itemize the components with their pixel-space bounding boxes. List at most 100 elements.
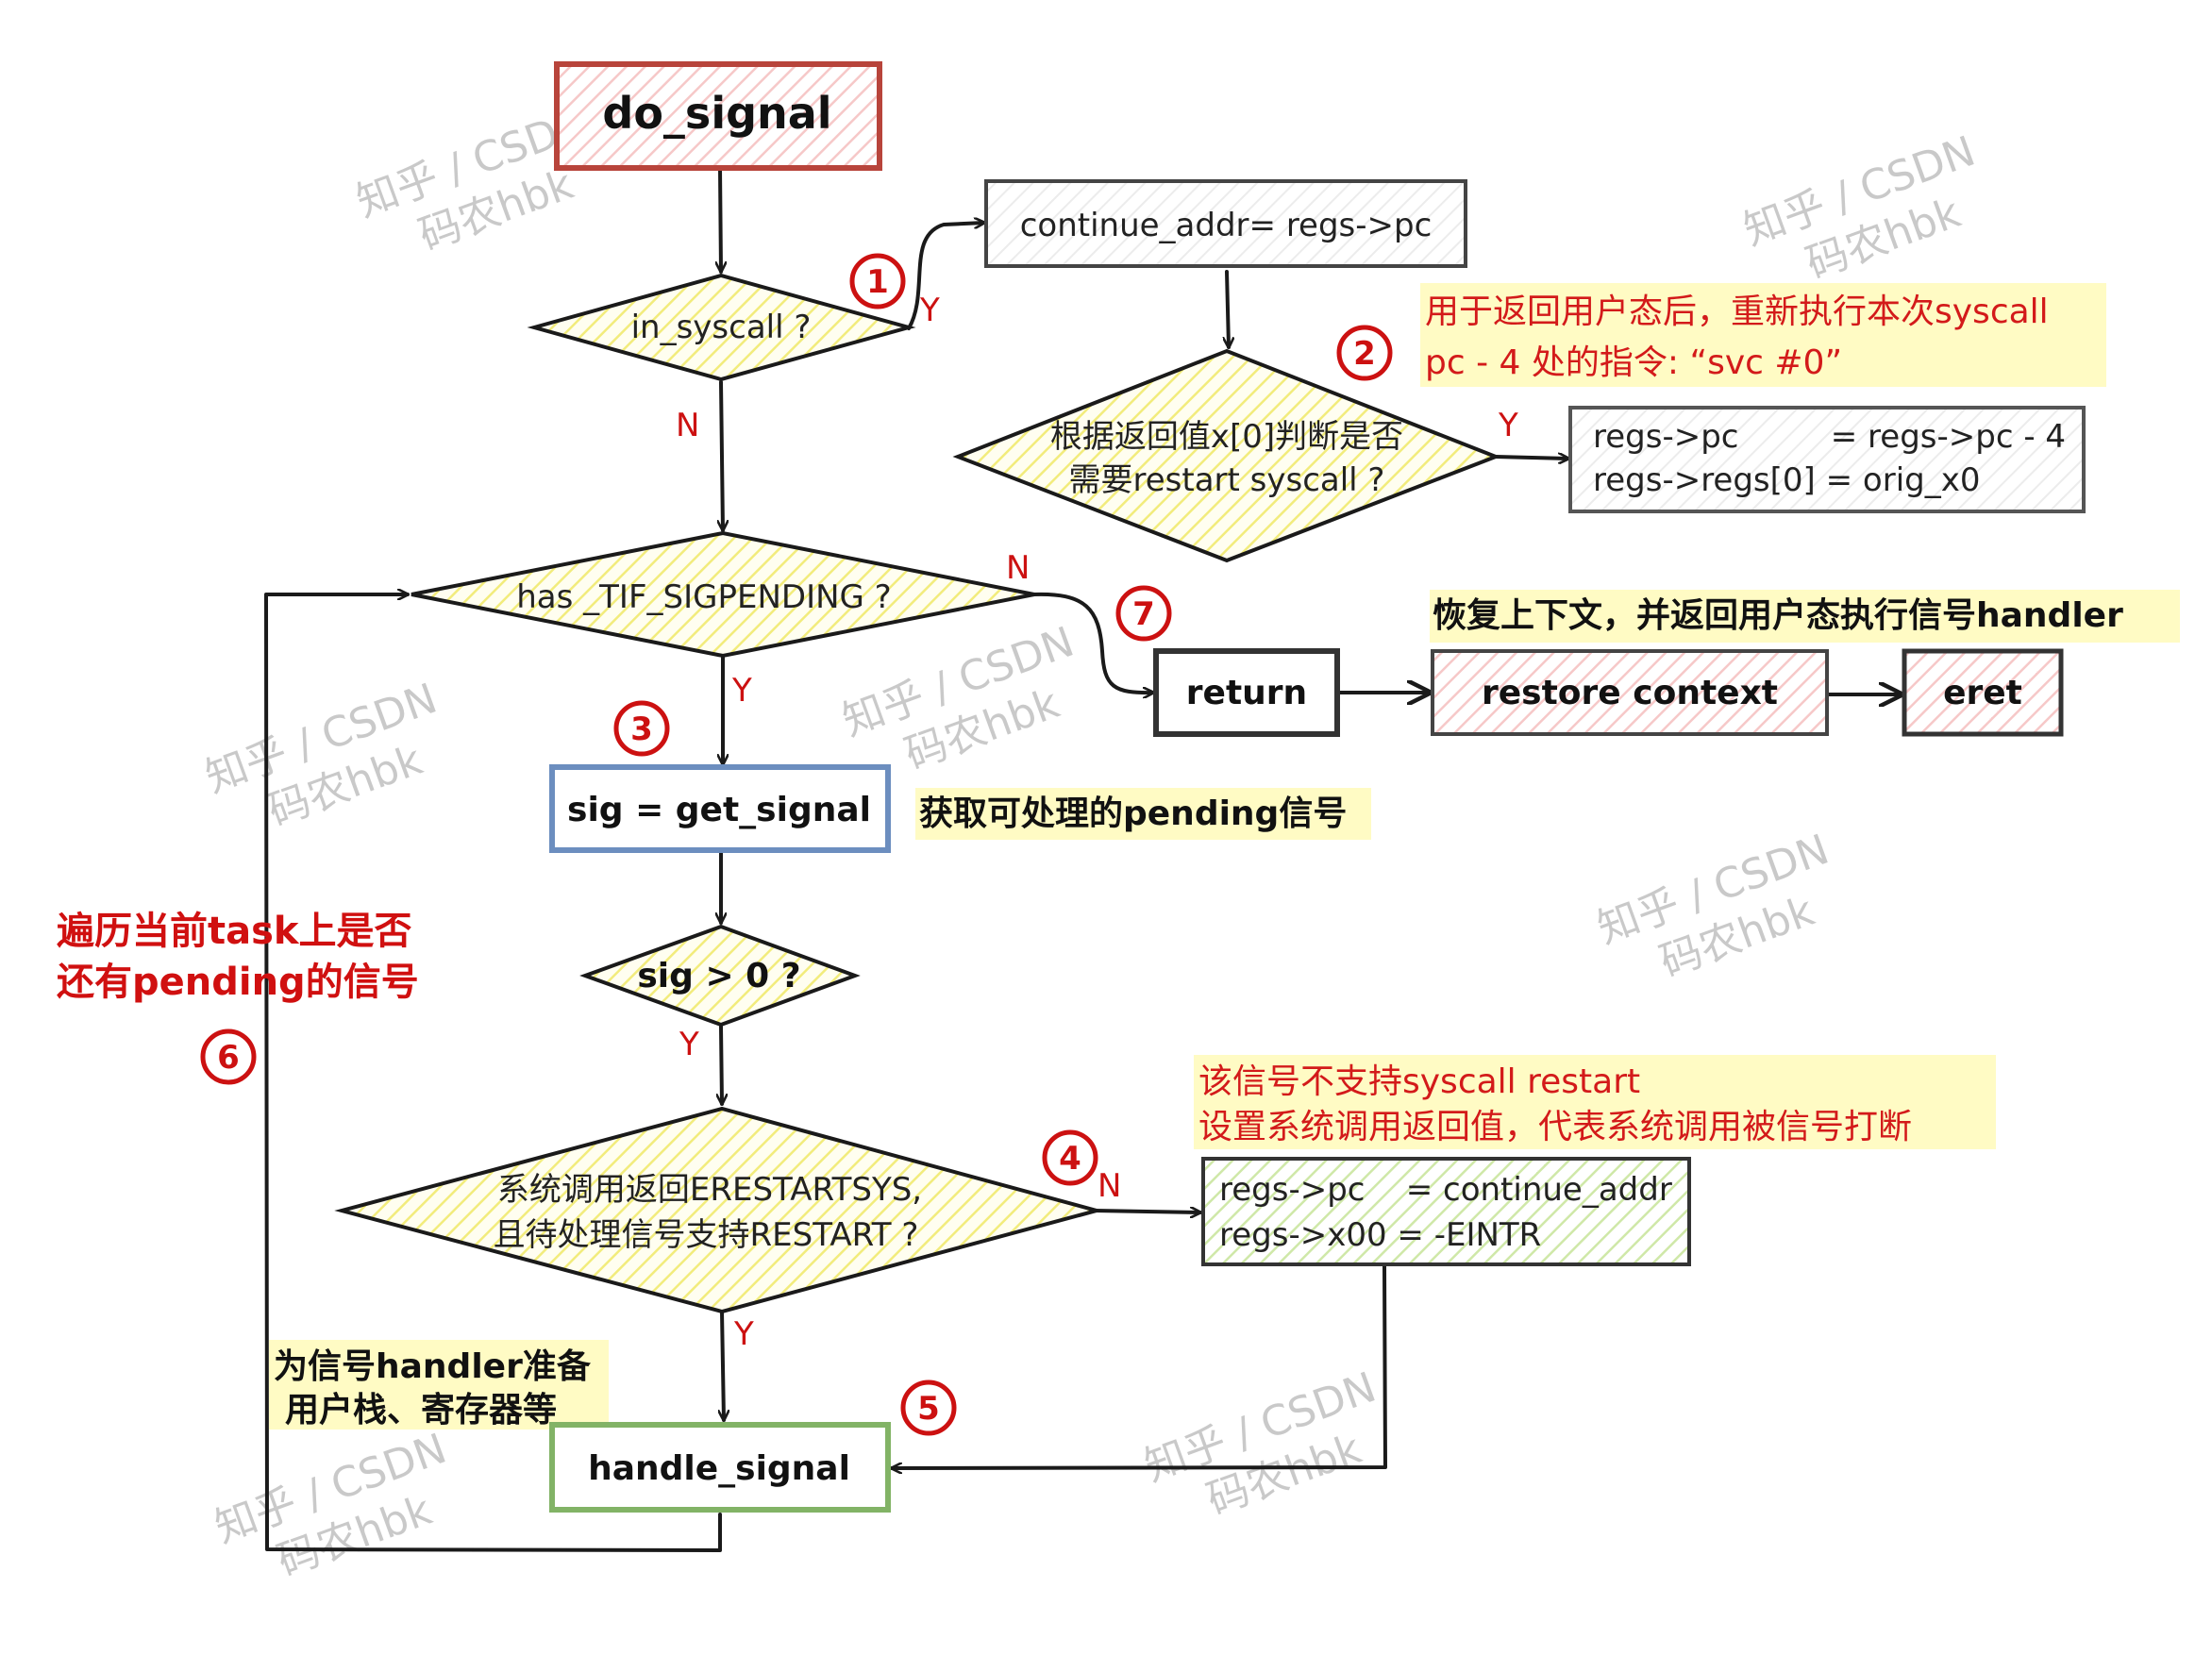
note7: 恢复上下文，并返回用户态执行信号handler xyxy=(1433,596,2123,635)
step-badge-1: 1 xyxy=(849,253,906,309)
connector-eintr-to-handle-signal xyxy=(890,1264,1387,1468)
in-syscall-yes-label: Y xyxy=(919,292,940,329)
note2-line1: 用于返回用户态后，重新执行本次syscall xyxy=(1425,293,2049,331)
restart-syscall-diamond xyxy=(952,348,1501,563)
eintr-box xyxy=(1201,1157,1691,1266)
has-sigpending-diamond xyxy=(411,530,1035,659)
connector-in-syscall-to-continue-addr xyxy=(907,223,986,330)
eintr-node: regs->pc = continue_addr regs->x00 = -EI… xyxy=(1201,1157,1691,1266)
get-signal-box xyxy=(549,764,891,853)
erestart-q-line1: 系统调用返回ERESTARTSYS, xyxy=(497,1171,922,1209)
step-number: 1 xyxy=(866,263,889,301)
note5-line2: 用户栈、寄存器等 xyxy=(285,1391,557,1430)
connectors xyxy=(264,166,1903,1552)
continue-addr-label: continue_addr= regs->pc xyxy=(1020,207,1433,244)
step-circle xyxy=(900,1379,957,1436)
sig-check-diamond xyxy=(579,924,861,1028)
handle-signal-label: handle_signal xyxy=(588,1449,850,1488)
has-sigpending-label: has _TIF_SIGPENDING ? xyxy=(516,578,891,616)
step-number: 2 xyxy=(1353,335,1376,373)
step-badge-2: 2 xyxy=(1336,325,1393,381)
do-signal-label: do_signal xyxy=(602,88,831,139)
note4-line1: 该信号不支持syscall restart xyxy=(1198,1062,1640,1101)
step-badge-4: 4 xyxy=(1042,1129,1098,1186)
step-circle xyxy=(613,700,670,757)
regs-restore-line1: regs->pc = regs->pc - 4 xyxy=(1593,418,2066,456)
get-signal-node: sig = get_signal xyxy=(549,764,891,853)
step-number: 7 xyxy=(1132,595,1155,633)
step-badge-6: 6 xyxy=(200,1028,257,1085)
connector-sig-check-to-erestart-q xyxy=(721,1025,722,1106)
erestart-decision: 系统调用返回ERESTARTSYS, 且待处理信号支持RESTART ? xyxy=(334,1106,1104,1314)
return-label: return xyxy=(1186,674,1307,712)
handle-signal-box xyxy=(549,1422,891,1513)
connector-continue-addr-to-restart-q xyxy=(1227,270,1229,349)
restore-context-box xyxy=(1431,649,1829,736)
note2-line2: pc - 4 处的指令: “svc #0” xyxy=(1425,343,1842,382)
erestart-no-label: N xyxy=(1098,1167,1121,1205)
watermark: 知乎 / CSDN 码农hbk xyxy=(1138,1363,1382,1525)
note2-highlight xyxy=(1420,283,2106,387)
connector-in-syscall-to-has-sigpending xyxy=(721,380,723,532)
sig-yes-label: Y xyxy=(679,1026,699,1063)
get-signal-label: sig = get_signal xyxy=(567,791,871,829)
handle-signal-node: handle_signal xyxy=(549,1422,891,1513)
note5-line1: 为信号handler准备 xyxy=(274,1347,592,1386)
step-number: 3 xyxy=(630,711,653,748)
step-number: 5 xyxy=(917,1390,940,1428)
connector-erestart-q-to-eintr xyxy=(1093,1211,1202,1212)
do-signal-box xyxy=(554,61,882,171)
watermark: 知乎 / CSDN 码农hbk xyxy=(1591,826,1835,987)
eintr-line2: regs->x00 = -EINTR xyxy=(1219,1216,1541,1254)
do-signal-node: do_signal xyxy=(554,61,882,171)
continue-addr-node: continue_addr= regs->pc xyxy=(984,179,1467,268)
in-syscall-diamond xyxy=(527,273,916,382)
erestart-q-line2: 且待处理信号支持RESTART ? xyxy=(494,1216,919,1254)
restore-context-node: restore context xyxy=(1431,649,1829,736)
step-circle xyxy=(1336,325,1393,381)
note4-line2: 设置系统调用返回值，代表系统调用被信号打断 xyxy=(1198,1108,1912,1146)
watermark: 知乎 / CSDN 码农hbk xyxy=(209,1425,452,1586)
note6-line2: 还有pending的信号 xyxy=(57,961,419,1004)
note7-highlight xyxy=(1430,590,2180,643)
watermark: 知乎 / CSDN 码农hbk xyxy=(199,675,443,836)
step-circle xyxy=(200,1028,257,1085)
eret-label: eret xyxy=(1943,674,2022,712)
return-node: return xyxy=(1153,648,1340,737)
eintr-line1: regs->pc = continue_addr xyxy=(1219,1171,1672,1209)
step-circle xyxy=(1115,585,1172,642)
regs-restore-line2: regs->regs[0] = orig_x0 xyxy=(1593,461,1980,499)
watermark: 知乎 / CSDN 码农hbk xyxy=(1737,127,1981,289)
step-badge-5: 5 xyxy=(900,1379,957,1436)
note4-highlight xyxy=(1194,1055,1996,1149)
pending-no-label: N xyxy=(1006,549,1030,587)
restart-yes-label: Y xyxy=(1498,407,1518,444)
eret-box xyxy=(1902,648,2064,737)
regs-restore-box xyxy=(1568,406,2086,513)
note6-line1: 遍历当前task上是否 xyxy=(57,910,412,953)
sig-check-decision: sig > 0 ? xyxy=(579,924,861,1028)
connector-loop-back-to-has-sigpending xyxy=(264,594,722,1552)
continue-addr-box xyxy=(984,179,1467,268)
in-syscall-no-label: N xyxy=(676,407,699,444)
note3: 获取可处理的pending信号 xyxy=(919,794,1347,833)
in-syscall-label: in_syscall ? xyxy=(631,309,812,346)
connector-restart-q-to-regs-restore xyxy=(1494,457,1570,459)
connector-has-sigpending-to-return xyxy=(1031,592,1155,693)
note3-highlight xyxy=(915,788,1371,840)
restore-context-label: restore context xyxy=(1482,674,1778,712)
step-circle xyxy=(849,253,906,309)
step-badge-7: 7 xyxy=(1115,585,1172,642)
step-number: 4 xyxy=(1059,1140,1081,1178)
eret-node: eret xyxy=(1902,648,2064,737)
step-number: 6 xyxy=(217,1039,240,1077)
note5-highlight xyxy=(269,1340,609,1430)
restart-q-line1: 根据返回值x[0]判断是否 xyxy=(1050,418,1403,456)
regs-restore-node: regs->pc = regs->pc - 4 regs->regs[0] = … xyxy=(1568,406,2086,513)
erestart-yes-label: Y xyxy=(733,1315,754,1353)
step-badge-3: 3 xyxy=(613,700,670,757)
restart-q-line2: 需要restart syscall ? xyxy=(1069,461,1385,499)
in-syscall-decision: in_syscall ? xyxy=(527,273,916,382)
has-sigpending-decision: has _TIF_SIGPENDING ? xyxy=(411,530,1035,659)
